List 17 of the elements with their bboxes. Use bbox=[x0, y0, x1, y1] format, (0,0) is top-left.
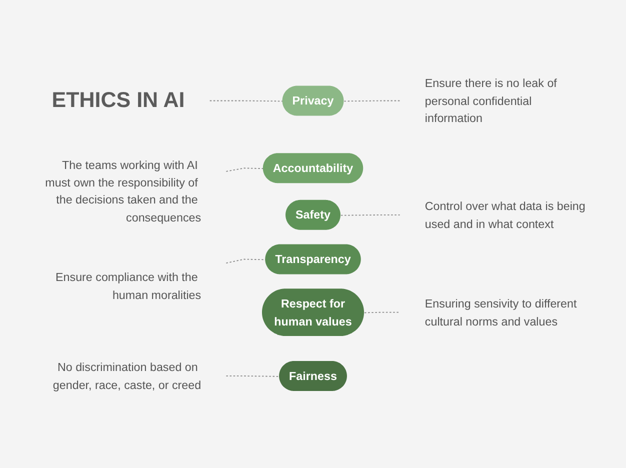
connector bbox=[226, 168, 264, 172]
node-box: Transparency bbox=[265, 244, 361, 274]
connector bbox=[344, 100, 400, 102]
node-text: No discrimination based on gender, race, caste, or creed bbox=[52, 360, 202, 392]
connector bbox=[209, 100, 284, 102]
connector bbox=[364, 312, 400, 314]
node-text: Ensure there is no leak of personal confidential information bbox=[424, 76, 557, 125]
node-text: Control over what data is being used and in what context bbox=[424, 199, 586, 230]
node-box: Accountability bbox=[262, 153, 364, 184]
node-text: Ensuring sensivity to different cultural norms and values bbox=[424, 296, 577, 328]
node-text: ETHICS IN AI bbox=[52, 88, 185, 112]
connector bbox=[226, 258, 266, 264]
node-box: Fairness bbox=[279, 360, 347, 391]
node-text: The teams working with AI must own the responsibility of the decisions taken and the consequences bbox=[45, 158, 202, 224]
connector bbox=[340, 214, 400, 216]
node-text: Ensure compliance with the human moralities bbox=[56, 270, 202, 301]
connector bbox=[226, 376, 280, 377]
